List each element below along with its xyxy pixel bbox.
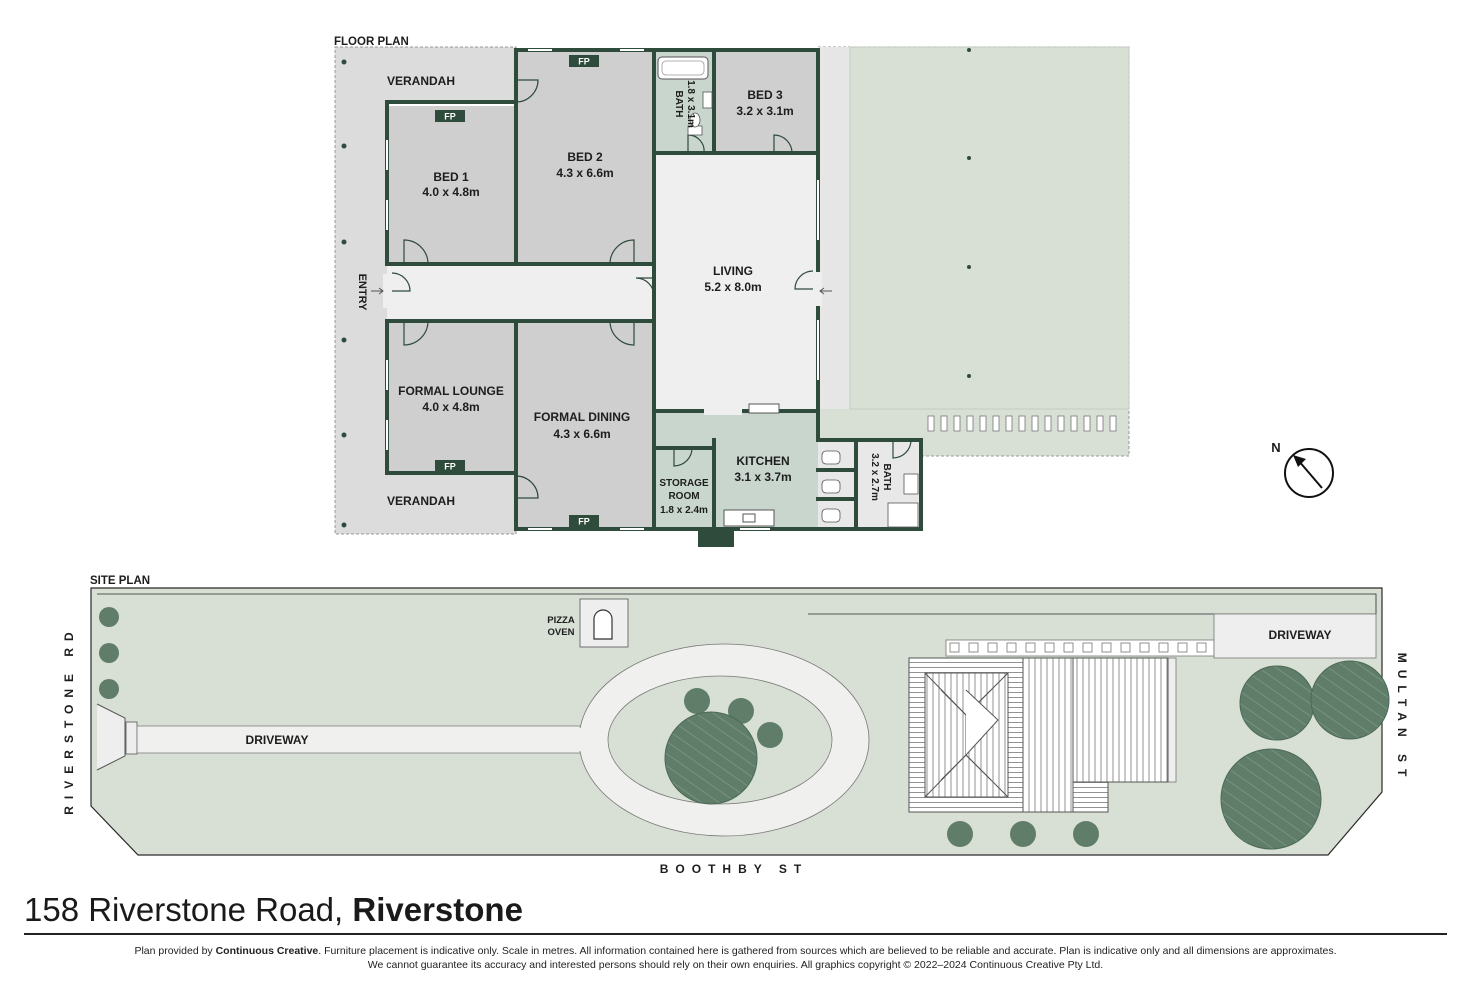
property-address: 158 Riverstone Road, Riverstone [24,890,523,930]
kitchen-floor [654,411,818,529]
fireplace-bed1: FP [435,110,465,122]
house-roof [908,613,1377,813]
compass-icon: N [1271,440,1334,498]
living-name: LIVING [713,264,753,278]
dining-floor [516,321,654,529]
formal-lounge-name: FORMAL LOUNGE [398,384,504,398]
driveway-right-label: DRIVEWAY [1269,628,1332,642]
bathtub-icon [657,56,709,80]
bath-top-name: BATH [673,90,684,117]
living-floor [654,153,818,411]
pizza-oven-icon [579,598,629,648]
bed3-floor [714,50,818,153]
fireplace-lounge: FP [435,460,465,472]
verandah-bottom-label: VERANDAH [387,494,455,508]
street-bottom-label: BOOTHBY ST [660,862,808,876]
kitchen-dims: 3.1 x 3.7m [734,470,791,484]
entry-label: ENTRY [356,274,368,312]
floor-plan-heading: FLOOR PLAN [334,36,409,48]
address-street: 158 Riverstone Road, [24,891,353,928]
lounge-floor [387,321,516,471]
disclaimer-line1: Plan provided by Continuous Creative. Fu… [134,945,1337,957]
formal-dining-name: FORMAL DINING [534,410,630,424]
living-dims: 5.2 x 8.0m [704,280,761,294]
fireplace-bed2: FP [569,55,599,67]
site-plan-heading: SITE PLAN [90,575,150,587]
tree-icons [99,607,1099,847]
bed2-floor [516,50,654,264]
large-tree-icons [664,660,1390,850]
hall-floor [387,264,654,321]
kitchen-name: KITCHEN [736,454,789,468]
svg-text:FP: FP [444,112,456,122]
storage-dims: 1.8 x 2.4m [660,505,708,516]
bed3-name: BED 3 [747,88,783,102]
bed1-name: BED 1 [433,170,469,184]
walls [385,48,923,531]
formal-dining-dims: 4.3 x 6.6m [553,427,610,441]
svg-text:FP: FP [578,57,590,67]
bed3-dims: 3.2 x 3.1m [736,104,793,118]
toilet-cubicle-icons [821,450,841,523]
door-swings [391,79,912,499]
front-gate [96,703,138,771]
driveway-main-label: DRIVEWAY [246,733,309,747]
entry-arrows [371,287,832,295]
toilet-icon [687,91,713,136]
svg-text:FP: FP [578,517,590,527]
bath-bottom-name: BATH [881,463,892,490]
bed1-floor [387,106,516,264]
bed2-name: BED 2 [567,150,603,164]
pizza-oven-line2: OVEN [548,627,575,638]
bath-bottom-fixtures-icon [887,473,919,528]
disclaimer-line2: We cannot guarantee its accuracy and int… [367,959,1104,971]
bath-top-dims: 1.8 x 3.1m [685,80,696,128]
formal-lounge-dims: 4.0 x 4.8m [422,400,479,414]
bed1-dims: 4.0 x 4.8m [422,185,479,199]
divider-rule [24,933,1447,935]
verandah-top-label: VERANDAH [387,74,455,88]
fireplace-dining: FP [569,515,599,527]
storage-name-line1: STORAGE [659,478,709,489]
stove-icon [748,403,780,414]
alfresco-area [817,46,1130,457]
pizza-oven-line1: PIZZA [547,615,575,626]
svg-text:FP: FP [444,462,456,472]
svg-text:N: N [1271,440,1280,455]
address-suburb: Riverstone [352,891,523,928]
company-name: Continuous Creative [215,945,319,957]
street-right-label: MULTAN ST [1395,653,1409,784]
street-left-label: RIVERSTONE RD [62,625,76,814]
disclaimer: Plan provided by Continuous Creative. Fu… [24,944,1447,972]
bed2-dims: 4.3 x 6.6m [556,166,613,180]
entry-step [698,529,734,547]
kitchen-sink-icon [723,509,775,527]
storage-name-line2: ROOM [668,491,699,502]
bath-bottom-dims: 3.2 x 2.7m [869,453,880,501]
